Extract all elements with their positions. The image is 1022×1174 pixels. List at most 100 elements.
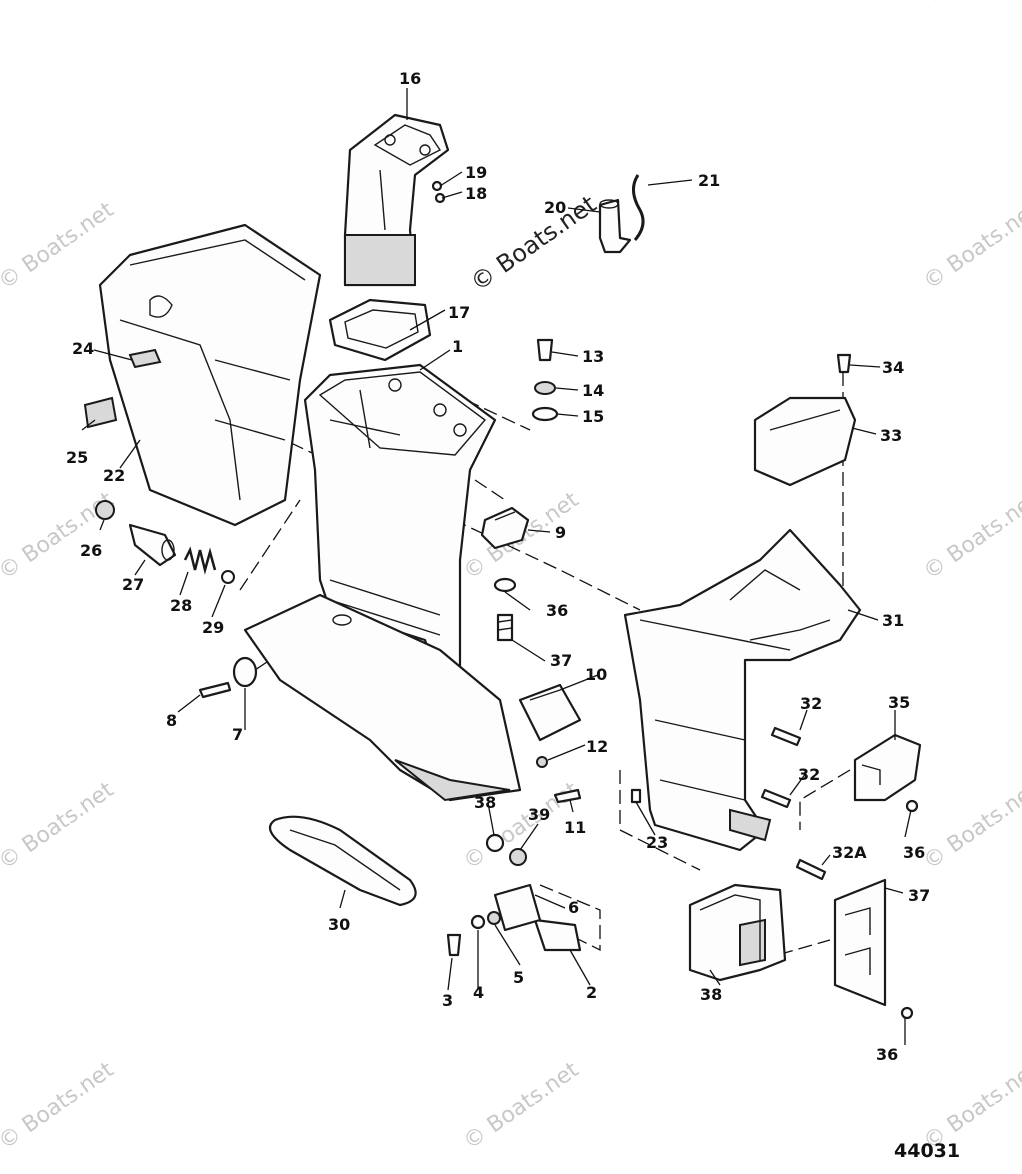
part-36-screw [905, 799, 919, 813]
callout-14: 14 [582, 381, 604, 400]
callout-1: 1 [452, 337, 463, 356]
part-13-bolt [536, 338, 554, 362]
center-watermark: © Boats.net [465, 190, 601, 297]
watermark: © Boats.net [919, 777, 1022, 875]
part-17-gasket [328, 298, 432, 362]
callout-9: 9 [555, 523, 566, 542]
callout-27: 27 [122, 575, 144, 594]
watermark: © Boats.net [919, 0, 1022, 10]
callout-39: 36 [546, 601, 568, 620]
callout-22: 22 [103, 466, 125, 485]
callout-12: 12 [586, 737, 608, 756]
part-35-bracket [853, 733, 922, 802]
callout-30: 30 [328, 915, 350, 934]
callout-29: 29 [202, 618, 224, 637]
callout-11: 11 [564, 818, 586, 837]
part-29-ring [221, 570, 235, 584]
part-10-plate [518, 683, 582, 742]
callout-25: 25 [66, 448, 88, 467]
callout-4: 4 [473, 983, 484, 1002]
watermark: © Boats.net [0, 777, 119, 875]
part-2-block [533, 918, 582, 952]
part-34-screw [836, 353, 852, 374]
callout-36: 36 [903, 843, 925, 862]
callout-19: 19 [465, 163, 487, 182]
callout-8: 8 [166, 711, 177, 730]
part-3-screw [446, 933, 462, 957]
part-21-clip [632, 174, 645, 241]
watermark: © Boats.net [459, 0, 584, 10]
callout-32a: 32A [832, 843, 867, 862]
part-38-cover [688, 883, 787, 982]
part-32-bolt [760, 788, 792, 809]
callout-40: 37 [550, 651, 572, 670]
callout-17: 17 [448, 303, 470, 322]
part-33-cover [753, 396, 857, 487]
part-30-seal [268, 815, 417, 907]
callout-38: 38 [700, 985, 722, 1004]
leader-lines [81, 88, 912, 1045]
callout-23: 23 [646, 833, 668, 852]
part-14-washer [534, 381, 556, 395]
part-20-pin [598, 198, 632, 254]
callout-34: 34 [882, 358, 904, 377]
watermark: © Boats.net [919, 197, 1022, 295]
part-11-bolt [553, 788, 582, 804]
watermark: © Boats.net [919, 487, 1022, 585]
callout-35: 35 [888, 693, 910, 712]
part-6-plate [493, 883, 542, 932]
part-7-plug [232, 656, 258, 688]
part-26-cap [95, 500, 115, 520]
part-22-cover [98, 223, 322, 527]
callout-42: 39 [528, 805, 550, 824]
watermark: © Boats.net [459, 1057, 584, 1155]
watermark: © Boats.net [0, 197, 119, 295]
part-41-nut [485, 833, 505, 853]
part-28-spring [183, 546, 217, 575]
part-32a-bolt [795, 858, 827, 881]
callout-20: 20 [544, 198, 566, 217]
callout-31: 31 [882, 611, 904, 630]
part-1-anti-ventilation-plate [243, 593, 522, 802]
part-5-washer [487, 911, 501, 925]
part-9-mount [480, 506, 530, 550]
callout-37-label: 37 [908, 886, 930, 905]
part-8-bolt [198, 681, 232, 699]
callout-41: 38 [474, 793, 496, 812]
part-32-bolt [770, 726, 802, 747]
reference-number: 44031 [894, 1140, 960, 1162]
callout-5: 5 [513, 968, 524, 987]
part-24-label [128, 348, 162, 369]
part-23-pin [630, 788, 642, 804]
callout-24: 24 [72, 339, 94, 358]
callout-18: 18 [465, 184, 487, 203]
callout-7: 7 [232, 725, 243, 744]
callout-33: 33 [880, 426, 902, 445]
callout-13: 13 [582, 347, 604, 366]
callout-28: 28 [170, 596, 192, 615]
part-4-washer [470, 914, 486, 930]
callout-36-lower: 36 [876, 1045, 898, 1064]
part-27-fitting [128, 523, 177, 567]
part-42-nut [509, 848, 527, 866]
callout-32: 32 [798, 765, 820, 784]
part-40-stud [496, 613, 514, 642]
part-36-screw [900, 1006, 914, 1020]
callout-26: 26 [80, 541, 102, 560]
callout-16: 16 [399, 69, 421, 88]
callout-10: 10 [585, 665, 607, 684]
callout-21: 21 [698, 171, 720, 190]
part-16-exhaust-tube [343, 113, 450, 287]
callout-3: 3 [442, 991, 453, 1010]
callout-32: 32 [800, 694, 822, 713]
callout-2: 2 [586, 983, 597, 1002]
part-15-washer [531, 406, 559, 422]
part-31-swivel-housing [623, 528, 862, 852]
watermark: © Boats.net [0, 1057, 119, 1155]
part-25-decal [83, 396, 118, 429]
part-39-washer [493, 577, 517, 593]
callout-labels: 16 19 18 21 20 17 1 24 25 22 13 14 15 9 … [66, 69, 930, 1064]
part-37-bracket [833, 878, 887, 1007]
callout-6: 6 [568, 898, 579, 917]
